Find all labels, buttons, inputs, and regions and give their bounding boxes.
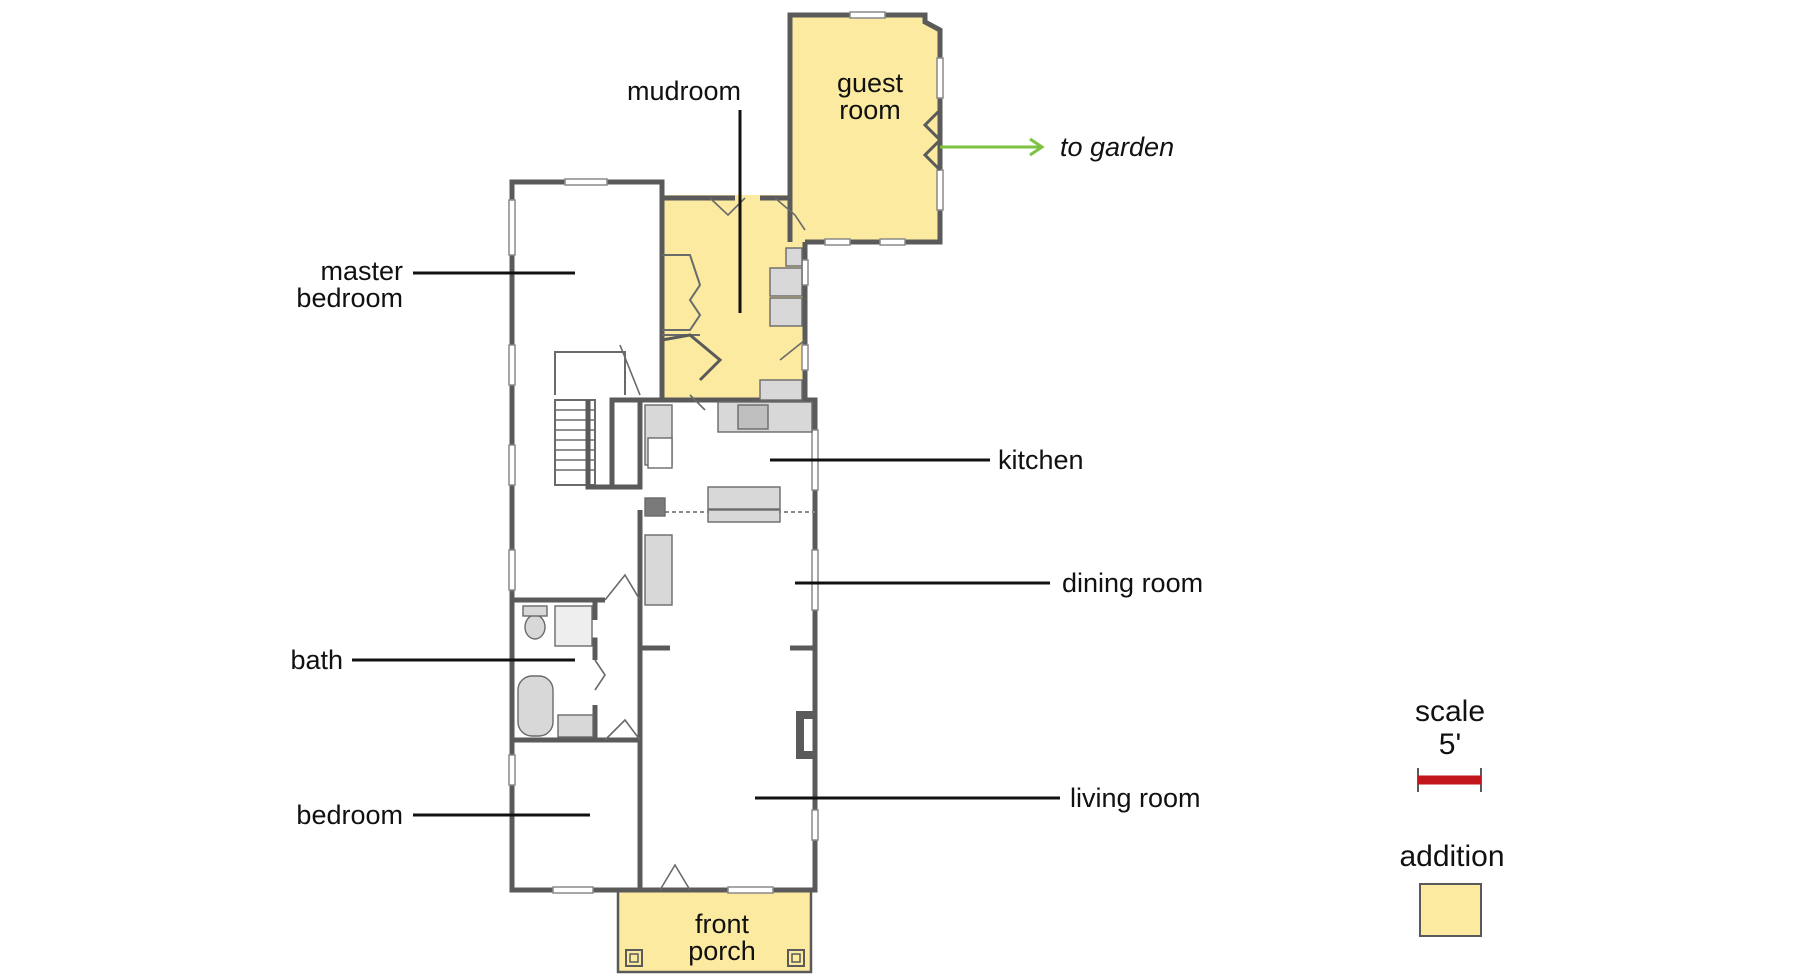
- label-guest-room-2: room: [839, 95, 901, 125]
- leader-lines: [352, 110, 1060, 817]
- front-porch-fill: [618, 890, 811, 972]
- label-to-garden: to garden: [1060, 132, 1174, 162]
- guest-room-fill: [790, 15, 940, 242]
- garden-arrow: [940, 137, 1045, 157]
- label-bath: bath: [290, 645, 343, 675]
- shower: [554, 605, 593, 647]
- label-master-bedroom-1: master: [320, 256, 403, 286]
- addition-areas: [618, 15, 940, 972]
- stove: [737, 404, 769, 430]
- fixtures: [517, 247, 813, 738]
- toilet: [524, 614, 546, 640]
- kitchen-island: [707, 486, 781, 510]
- label-front-porch-1: front: [695, 909, 750, 939]
- label-front-porch-2: porch: [688, 936, 756, 966]
- legend: scale 5' addition: [1399, 695, 1505, 937]
- house-walls: [509, 12, 943, 893]
- bathtub: [517, 675, 554, 737]
- legend-addition: addition: [1399, 840, 1504, 873]
- label-dining-room: dining room: [1062, 568, 1203, 598]
- bath-sink: [557, 714, 594, 738]
- legend-scale-value: 5': [1439, 728, 1461, 761]
- mudroom-fill: [660, 195, 805, 400]
- label-mudroom: mudroom: [627, 76, 741, 106]
- scale-bar: [1417, 768, 1482, 792]
- legend-addition-swatch: [1419, 883, 1482, 937]
- front-porch: [616, 888, 813, 974]
- legend-scale-title: scale: [1415, 695, 1485, 728]
- label-guest-room-1: guest: [837, 68, 904, 98]
- label-master-bedroom-2: bedroom: [296, 283, 403, 313]
- doors: [594, 108, 943, 891]
- label-living-room: living room: [1070, 783, 1201, 813]
- label-kitchen: kitchen: [998, 445, 1084, 475]
- label-bedroom: bedroom: [296, 800, 403, 830]
